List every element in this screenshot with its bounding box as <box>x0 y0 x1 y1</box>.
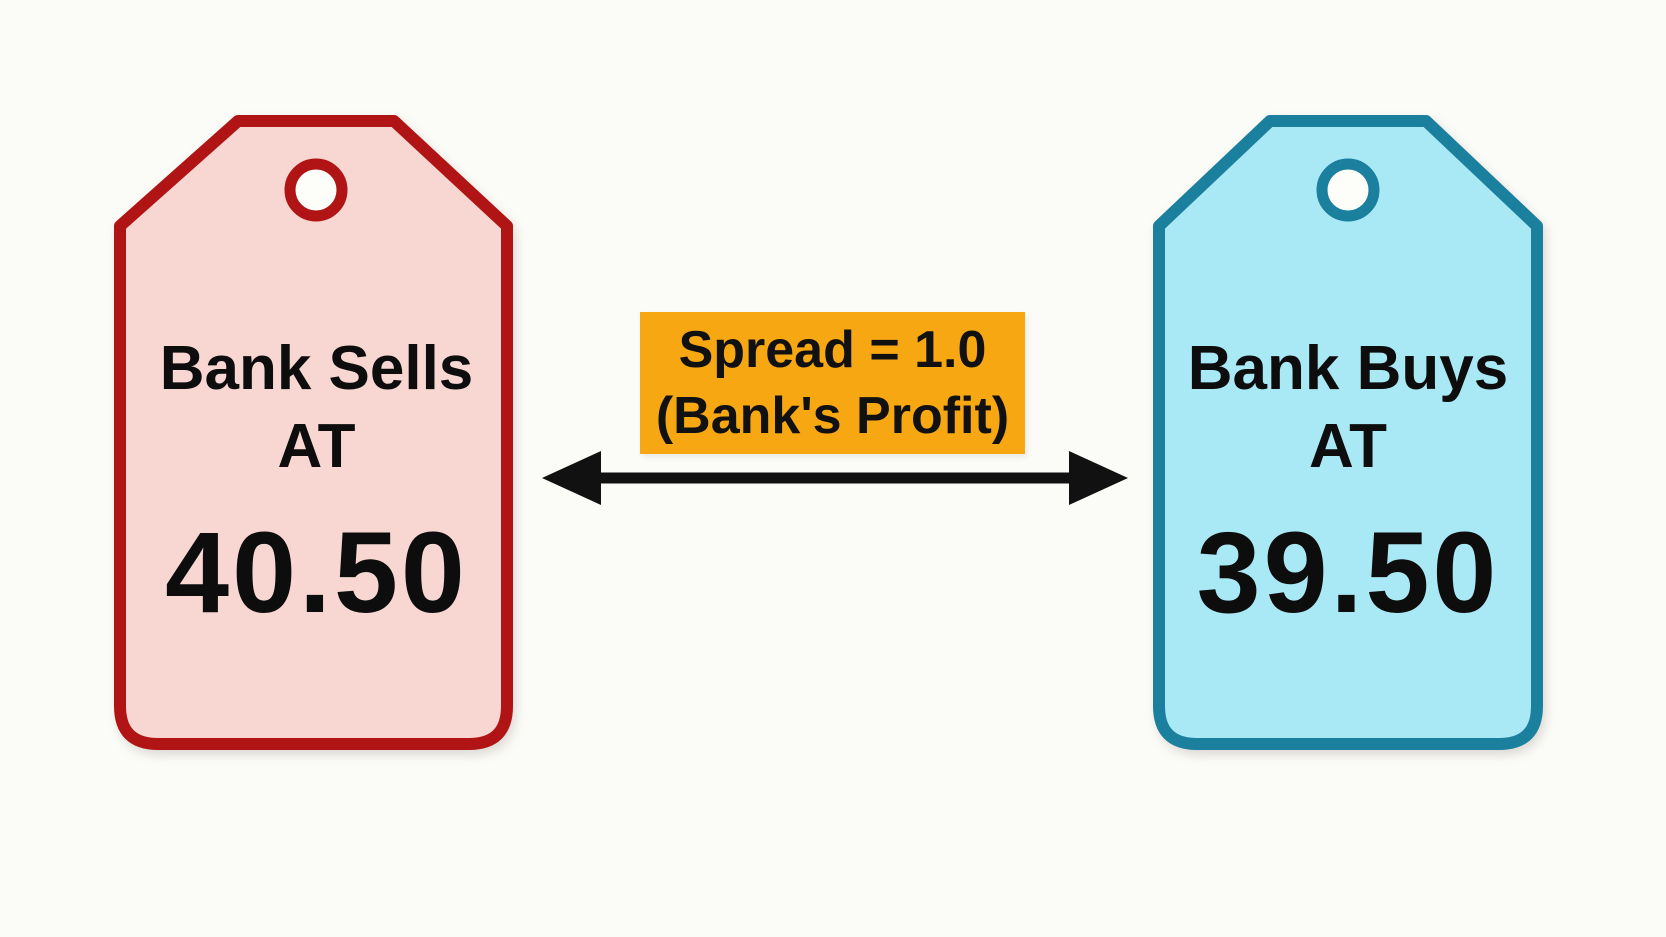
right-tag-hole <box>1316 158 1380 222</box>
spread-arrow-left-head-icon <box>542 451 601 505</box>
left-tag-hole <box>284 158 348 222</box>
spread-arrow-right-head-icon <box>1069 451 1128 505</box>
spread-arrow <box>542 451 1128 505</box>
spread-label-line2: (Bank's Profit) <box>655 387 1010 445</box>
left-tag-shape <box>114 115 513 750</box>
spread-label-line1: Spread = 1.0 <box>678 321 987 379</box>
right-tag-shape <box>1153 115 1543 750</box>
spread-label: Spread = 1.0 (Bank's Profit) <box>640 312 1025 454</box>
